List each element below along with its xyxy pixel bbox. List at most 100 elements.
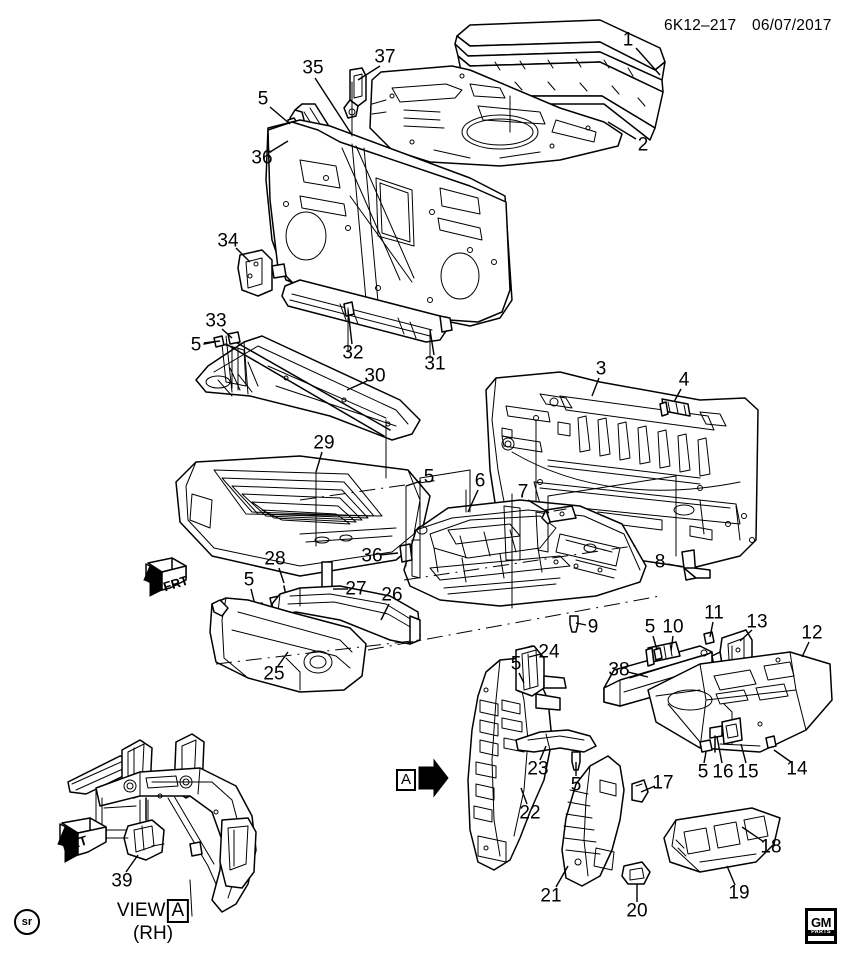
leader-line-17 [640, 785, 656, 793]
leader-line-12 [801, 641, 810, 658]
leader-line-18 [741, 826, 765, 843]
callout-number-18[interactable]: 18 [760, 836, 782, 858]
callout-number-5[interactable]: 5 [644, 616, 656, 638]
callout-number-26[interactable]: 26 [381, 584, 403, 606]
callout-number-39[interactable]: 39 [111, 870, 133, 892]
callout-number-13[interactable]: 13 [746, 611, 768, 633]
leader-line-15 [740, 743, 747, 764]
part-7-bracket [541, 505, 577, 525]
leader-line-21 [555, 865, 569, 888]
part-34-bracket [237, 249, 287, 297]
callout-number-32[interactable]: 32 [342, 342, 364, 364]
leader-line-25 [277, 651, 289, 667]
callout-number-33[interactable]: 33 [205, 310, 227, 332]
part-20-bracket [621, 861, 651, 885]
leader-line-2 [607, 121, 637, 140]
leader-line-6 [467, 489, 479, 513]
callout-number-15[interactable]: 15 [737, 761, 759, 783]
callout-number-35[interactable]: 35 [302, 57, 324, 79]
callout-number-5[interactable]: 5 [697, 761, 709, 783]
callout-number-3[interactable]: 3 [595, 358, 607, 380]
part-32-fastener [343, 301, 355, 317]
leader-line-38 [627, 671, 649, 678]
callout-number-1[interactable]: 1 [622, 29, 634, 51]
part-29-rear-compartment-floor [175, 455, 431, 577]
part-5-bolt-23 [571, 751, 581, 771]
callout-number-4[interactable]: 4 [678, 369, 690, 391]
callout-number-31[interactable]: 31 [424, 353, 446, 375]
callout-number-21[interactable]: 21 [540, 885, 562, 907]
part-38-sill-beam [603, 645, 713, 707]
leader-line-11 [709, 621, 714, 638]
part-11-fastener [703, 631, 715, 645]
callout-number-25[interactable]: 25 [263, 663, 285, 685]
frt-arrow-lower-glyph [57, 817, 107, 863]
callout-leader-lines [125, 47, 810, 902]
leader-line-33 [221, 328, 233, 339]
callout-number-22[interactable]: 22 [519, 802, 541, 824]
leader-line-23 [539, 745, 547, 761]
callout-number-5[interactable]: 5 [570, 774, 582, 796]
construction-line-1 [215, 639, 421, 665]
leader-line-13 [739, 629, 753, 642]
view-letter: A [166, 899, 190, 923]
callout-number-12[interactable]: 12 [801, 622, 823, 644]
leader-line-10 [670, 635, 674, 652]
callout-number-5[interactable]: 5 [510, 653, 522, 675]
leader-line-5 [269, 106, 291, 125]
part-26-bumper-beam [271, 585, 421, 645]
part-21-wheelhouse-inner [561, 755, 625, 887]
callout-number-7[interactable]: 7 [517, 481, 529, 503]
leader-line-16 [716, 736, 723, 764]
callout-number-36[interactable]: 36 [361, 545, 383, 567]
callout-number-16[interactable]: 16 [712, 761, 734, 783]
leader-line-5 [703, 751, 707, 764]
part-39-bracket [123, 819, 165, 861]
callout-number-8[interactable]: 8 [654, 551, 666, 573]
section-callout-a-letter: A [396, 769, 417, 791]
callout-number-37[interactable]: 37 [374, 46, 396, 68]
callout-number-5[interactable]: 5 [243, 569, 255, 591]
part-33-fastener [227, 331, 241, 345]
drawing-number: 6K12–217 [664, 17, 737, 34]
view-a-detail-assembly [67, 733, 257, 917]
callout-number-6[interactable]: 6 [474, 470, 486, 492]
callout-number-28[interactable]: 28 [264, 548, 286, 570]
leader-line-34 [235, 247, 251, 263]
leader-line-4 [673, 388, 682, 403]
callout-number-19[interactable]: 19 [728, 882, 750, 904]
callout-number-27[interactable]: 27 [345, 578, 367, 600]
callout-number-17[interactable]: 17 [652, 772, 674, 794]
callout-number-10[interactable]: 10 [662, 616, 684, 638]
drawing-date: 06/07/2017 [752, 17, 832, 34]
callout-number-30[interactable]: 30 [364, 365, 386, 387]
leader-line-5 [518, 672, 525, 684]
leader-line-7 [527, 499, 550, 514]
part-16-fastener [709, 725, 723, 753]
leader-line-35 [314, 77, 353, 136]
callout-number-38[interactable]: 38 [608, 659, 630, 681]
callout-number-20[interactable]: 20 [626, 900, 648, 922]
part-9-fastener [569, 615, 579, 633]
callout-number-9[interactable]: 9 [587, 616, 599, 638]
leader-line-8 [667, 563, 683, 568]
callout-number-34[interactable]: 34 [217, 230, 239, 252]
leader-line-30 [346, 380, 368, 391]
part-8-bracket [681, 549, 711, 581]
section-callout-a[interactable]: A [396, 769, 417, 791]
leader-line-5 [250, 588, 255, 602]
callout-number-5[interactable]: 5 [257, 88, 269, 110]
callout-number-2[interactable]: 2 [637, 134, 649, 156]
callout-number-29[interactable]: 29 [313, 432, 335, 454]
callout-number-14[interactable]: 14 [786, 758, 808, 780]
callout-number-23[interactable]: 23 [527, 758, 549, 780]
leader-line-29 [315, 451, 323, 473]
callout-number-11[interactable]: 11 [704, 602, 724, 624]
leader-line-36 [269, 140, 289, 153]
leader-line-22 [520, 787, 528, 805]
callout-number-5[interactable]: 5 [190, 334, 202, 356]
callout-number-36[interactable]: 36 [251, 147, 273, 169]
callout-number-5[interactable]: 5 [423, 466, 435, 488]
callout-number-24[interactable]: 24 [538, 641, 560, 663]
leader-line-19 [726, 865, 736, 886]
